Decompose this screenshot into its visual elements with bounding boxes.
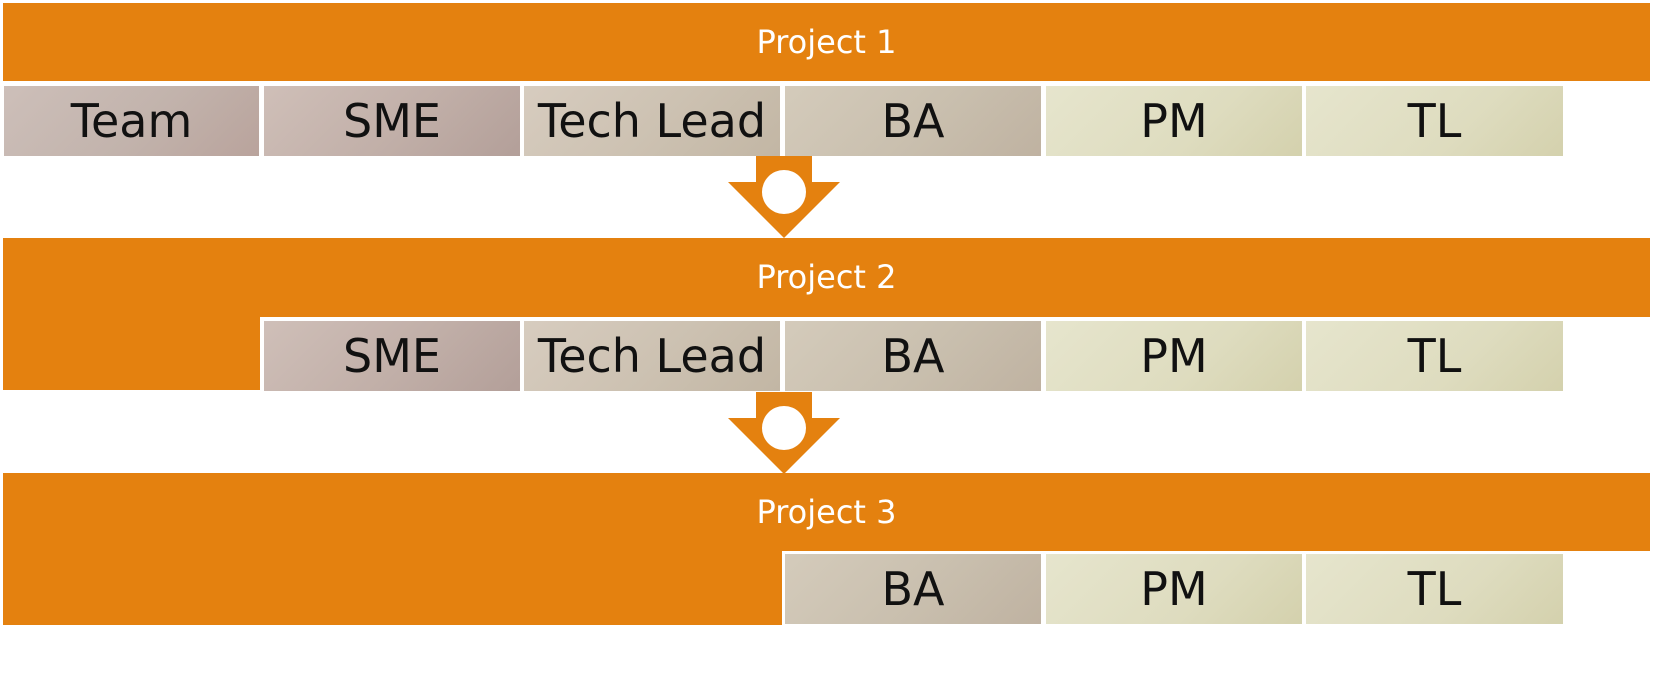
- project-3-header: [3, 473, 1650, 551]
- project-3-roles: BA PM TL: [0, 554, 1653, 624]
- down-arrow-circle-icon: [728, 156, 840, 238]
- role-sme: SME: [264, 321, 520, 391]
- role-pm: PM: [1046, 86, 1302, 156]
- down-arrow-circle-icon: [728, 392, 840, 474]
- project-2-title: Project 2: [756, 258, 897, 296]
- role-tl: TL: [1306, 321, 1563, 391]
- role-ba: BA: [785, 321, 1041, 391]
- role-sme: SME: [264, 86, 520, 156]
- role-ba: BA: [785, 86, 1041, 156]
- project-3-left-fill: [3, 551, 782, 625]
- role-ba: BA: [785, 554, 1041, 624]
- role-tech-lead: Tech Lead: [524, 321, 780, 391]
- project-2-header: [3, 238, 1650, 317]
- project-1-roles: Team SME Tech Lead BA PM TL: [0, 86, 1653, 156]
- project-2-left-fill: [3, 317, 260, 390]
- project-1-title: Project 1: [756, 23, 897, 61]
- role-tl: TL: [1306, 554, 1563, 624]
- project-2-roles: SME Tech Lead BA PM TL: [0, 321, 1653, 391]
- role-pm: PM: [1046, 554, 1302, 624]
- role-tl: TL: [1306, 86, 1563, 156]
- role-team: Team: [4, 86, 259, 156]
- project-3-title: Project 3: [756, 493, 897, 531]
- project-1-header: [3, 3, 1650, 81]
- role-tech-lead: Tech Lead: [524, 86, 780, 156]
- role-pm: PM: [1046, 321, 1302, 391]
